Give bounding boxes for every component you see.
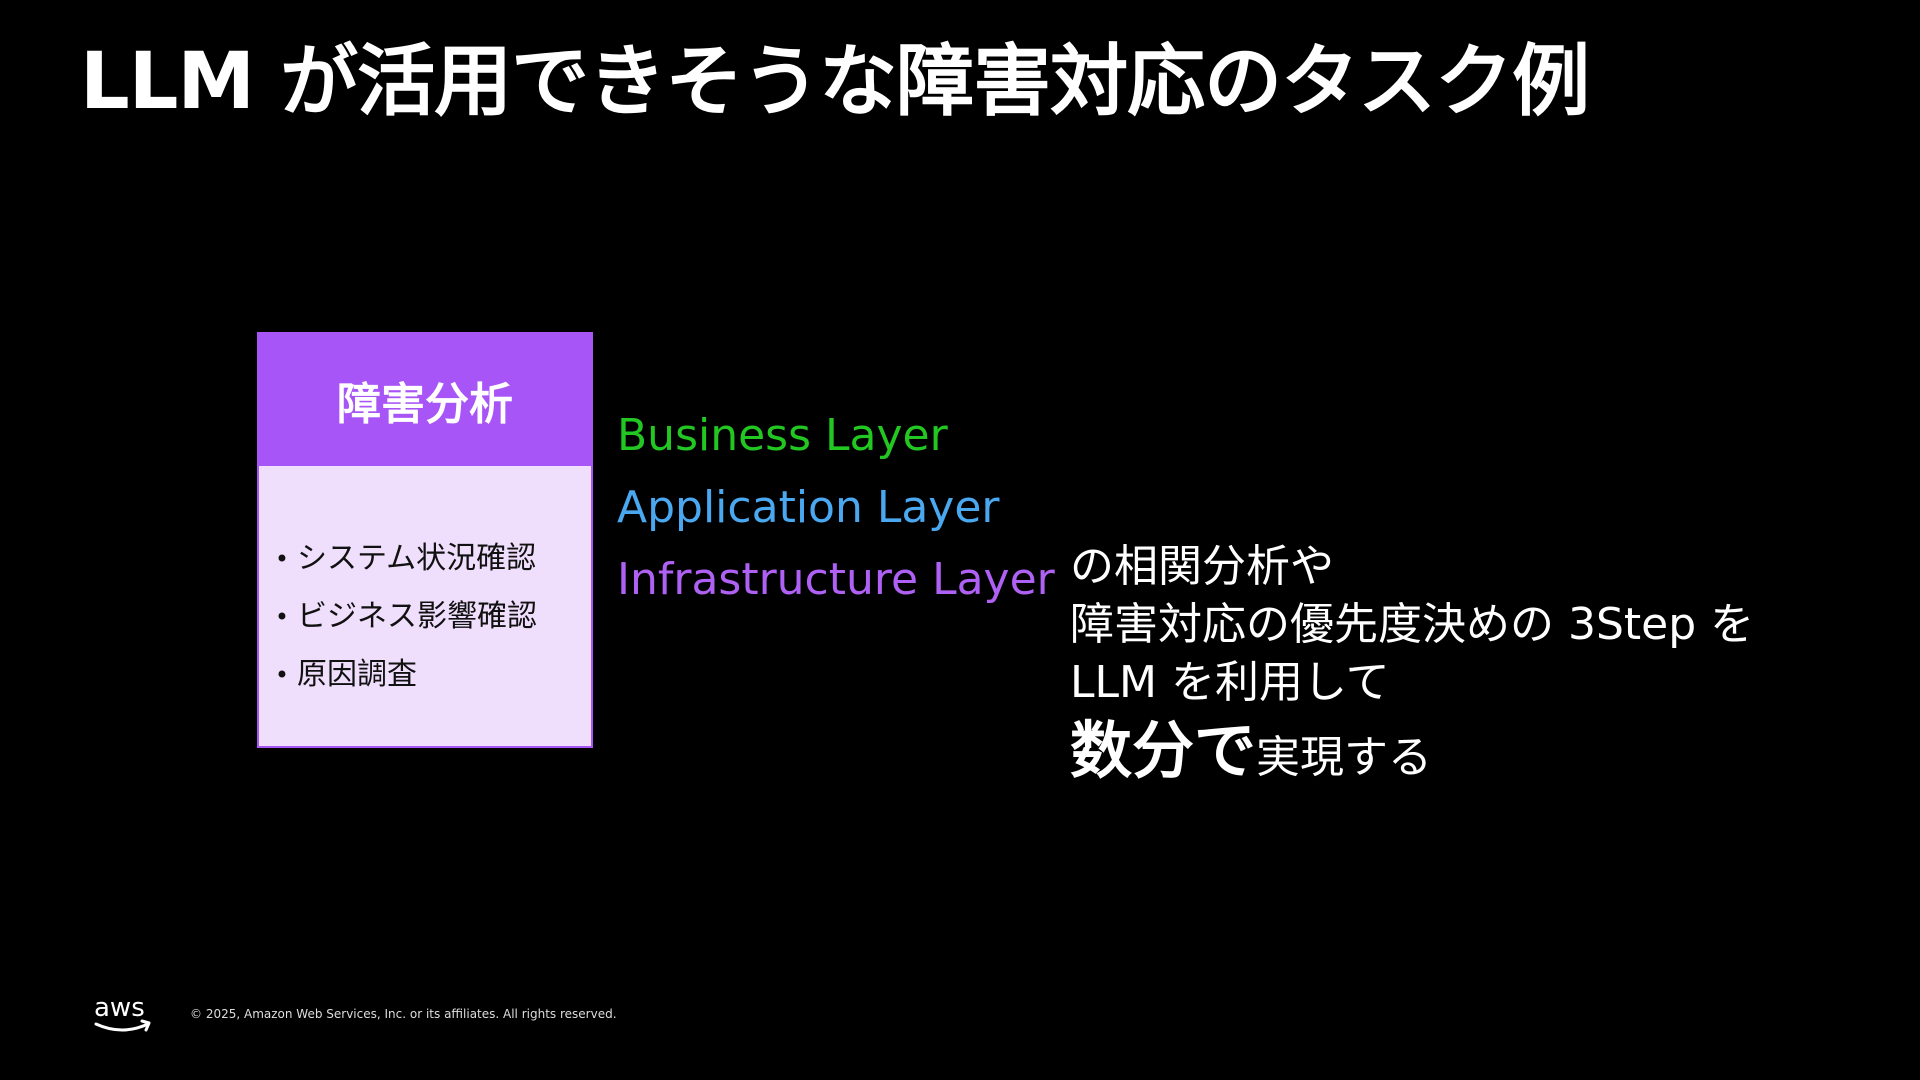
card-task-list: • システム状況確認 • ビジネス影響確認 • 原因調査 [259, 466, 591, 704]
incident-analysis-card: 障害分析 • システム状況確認 • ビジネス影響確認 • 原因調査 [257, 332, 593, 748]
aws-logo-icon: aws [94, 993, 151, 1032]
card-header: 障害分析 [259, 334, 591, 466]
statement-line-2: 障害対応の優先度決めの 3Step を [1070, 599, 1755, 650]
list-item-text: 原因調査 [297, 657, 417, 692]
statement-line-4: 数分で実現する [1070, 712, 1754, 797]
statement-line-1: の相関分析や [1070, 541, 1334, 592]
footer: aws © 2025, Amazon Web Services, Inc. or… [92, 992, 617, 1036]
list-item-text: システム状況確認 [297, 541, 537, 576]
bullet: • [274, 545, 290, 573]
list-item: • 原因調査 [267, 646, 591, 704]
bullet: • [274, 661, 290, 689]
application-layer-label: Application Layer [617, 482, 1000, 533]
infrastructure-layer-label: Infrastructure Layer [617, 554, 1055, 605]
layer-list: Business Layer Application Layer Infrast… [617, 400, 1055, 616]
copyright-text: © 2025, Amazon Web Services, Inc. or its… [190, 1007, 617, 1021]
slide-title: LLM が活用できそうな障害対応のタスク例 [80, 37, 1590, 127]
statement-line-3: LLM を利用して [1070, 657, 1390, 708]
list-item: • システム状況確認 [267, 530, 591, 588]
statement-line-4-rest: 実現する [1256, 732, 1433, 783]
summary-statement: の相関分析や 障害対応の優先度決めの 3Step を LLM を利用して 数分で… [1070, 538, 1754, 797]
list-item-text: ビジネス影響確認 [297, 599, 537, 634]
business-layer-label: Business Layer [617, 410, 948, 461]
list-item: • ビジネス影響確認 [267, 588, 591, 646]
bullet: • [274, 603, 290, 631]
statement-emphasis: 数分で [1070, 714, 1257, 787]
aws-logo-text: aws [94, 993, 145, 1023]
